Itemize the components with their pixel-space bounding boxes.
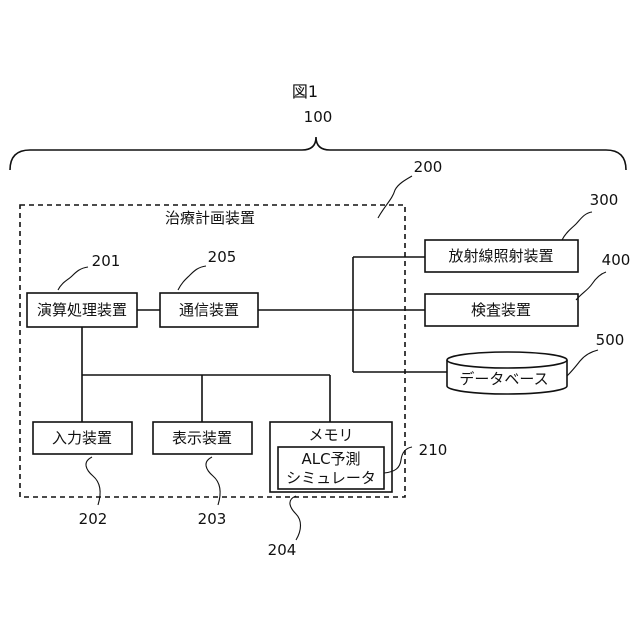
ref-201: 201 <box>92 252 121 270</box>
ref-204-leader <box>290 496 301 540</box>
database-label: データベース <box>459 370 548 388</box>
ref-200: 200 <box>414 158 443 176</box>
ref-500: 500 <box>596 331 625 349</box>
system-brace <box>10 137 626 170</box>
ref-205-leader <box>178 266 206 290</box>
ref-300: 300 <box>590 191 619 209</box>
irradiation-label: 放射線照射装置 <box>448 247 553 265</box>
database-cylinder-top <box>447 352 567 368</box>
ref-205: 205 <box>208 248 237 266</box>
ref-203: 203 <box>198 510 227 528</box>
inspection-label: 検査装置 <box>471 301 531 319</box>
display-label: 表示装置 <box>172 429 232 447</box>
ref-200-leader <box>378 176 412 218</box>
ref-210: 210 <box>419 441 448 459</box>
simulator-label-line1: ALC予測 <box>301 450 360 468</box>
ref-400: 400 <box>602 251 631 269</box>
ref-500-leader <box>567 350 598 376</box>
ref-201-leader <box>58 267 88 290</box>
communication-label: 通信装置 <box>179 301 239 319</box>
ref-202: 202 <box>79 510 108 528</box>
simulator-label-line2: シミュレータ <box>286 469 376 487</box>
ref-300-leader <box>562 212 592 240</box>
planning-apparatus-label: 治療計画装置 <box>165 209 255 227</box>
processor-label: 演算処理装置 <box>37 301 127 319</box>
ref-100: 100 <box>304 108 333 126</box>
memory-label: メモリ <box>308 426 353 444</box>
ref-400-leader <box>576 272 606 300</box>
input-label: 入力装置 <box>52 429 112 447</box>
ref-204: 204 <box>268 541 297 559</box>
figure-title: 図1 <box>292 82 318 101</box>
